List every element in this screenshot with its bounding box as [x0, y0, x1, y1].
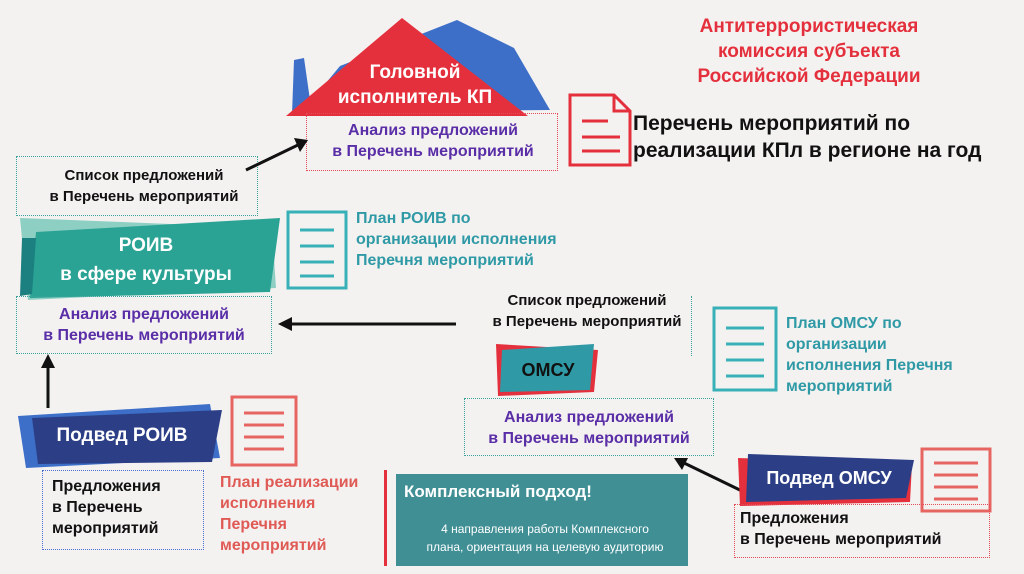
- podved-omsu-shape: [738, 454, 914, 506]
- roiv-title: РОИВ в сфере культуры: [60, 235, 232, 285]
- omsu-plan-text: План ОМСУ по организации исполнения Пере…: [786, 315, 953, 395]
- roiv-analysis: Анализ предложений в Перечень мероприяти…: [43, 306, 245, 344]
- roiv-shape: [20, 218, 280, 300]
- podved-omsu-title: Подвед ОМСУ: [766, 467, 892, 488]
- podved-omsu-proposals: Предложения в Перечень мероприятий: [740, 510, 942, 548]
- roiv-plan-text: План РОИВ по организации исполнения Пере…: [356, 210, 557, 269]
- roiv-analysis-box: [16, 296, 272, 354]
- arrow-to-roiv-analysis: [278, 317, 456, 331]
- head-executor-shape: [286, 18, 550, 116]
- omsu-shape: [496, 344, 598, 396]
- complex-approach-text: 4 направления работы Комплексного плана,…: [426, 522, 664, 554]
- commission-title: Антитеррористическая комиссия субъекта Р…: [697, 16, 921, 87]
- divider: [384, 470, 387, 566]
- head-executor-title: Головной исполнитель КП: [337, 62, 493, 108]
- regional-plan-text: Перечень мероприятий по реализации КПл в…: [633, 112, 982, 162]
- omsu-analysis-box: [464, 398, 714, 456]
- arrow-to-roiv: [41, 354, 55, 408]
- proposal-list-middle: Список предложений в Перечень мероприяти…: [492, 292, 682, 330]
- podved-roiv-plan-text: План реализации исполнения Перечня мероп…: [220, 474, 359, 554]
- podved-roiv-proposals-box: [42, 470, 204, 550]
- proposal-list-top: Список предложений в Перечень мероприяти…: [49, 167, 239, 205]
- arrow-to-omsu-analysis: [674, 458, 745, 494]
- complex-approach-title: Комплексный подход!: [404, 482, 592, 501]
- podved-roiv-shape: [18, 404, 222, 468]
- roiv-plan-document-icon: [286, 210, 348, 290]
- arrow-to-head-executor: [245, 138, 308, 172]
- podved-omsu-document-icon: [920, 447, 992, 513]
- podved-roiv-title: Подвед РОИВ: [56, 425, 188, 446]
- document-icon: [568, 93, 632, 167]
- omsu-title: ОМСУ: [521, 359, 575, 380]
- head-executor-analysis: Анализ предложений в Перечень мероприяти…: [332, 122, 534, 160]
- complex-approach-box: [396, 474, 688, 566]
- podved-roiv-proposals: Предложения в Перечень мероприятий: [52, 478, 161, 537]
- proposal-list-middle-box: [690, 296, 692, 356]
- podved-roiv-plan-document-icon: [230, 395, 298, 467]
- omsu-plan-document-icon: [712, 306, 778, 392]
- omsu-analysis: Анализ предложений в Перечень мероприяти…: [488, 409, 690, 447]
- podved-omsu-proposals-box: [734, 504, 990, 558]
- proposal-list-top-box: [16, 156, 258, 216]
